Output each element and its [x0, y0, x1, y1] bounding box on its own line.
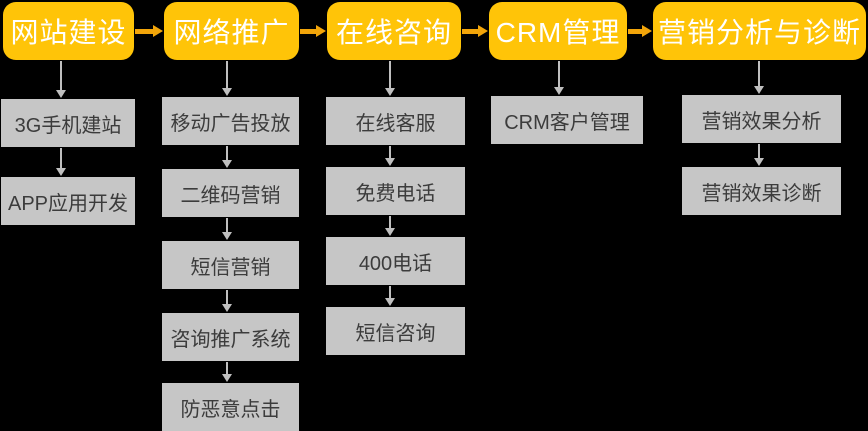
header-crm-management: CRM管理 — [489, 2, 627, 60]
arrow-down-icon — [222, 61, 233, 96]
arrow-down-icon — [222, 146, 233, 168]
flow-item: 短信营销 — [162, 241, 299, 289]
arrow-down-icon — [56, 61, 67, 98]
header-marketing-analysis: 营销分析与诊断 — [653, 2, 866, 60]
flow-item: 二维码营销 — [162, 169, 299, 217]
arrow-right-icon — [300, 25, 326, 37]
flow-item: 400电话 — [326, 237, 465, 285]
header-online-promotion: 网络推广 — [164, 2, 299, 60]
flow-item: 咨询推广系统 — [162, 313, 299, 361]
arrow-down-icon — [222, 218, 233, 240]
arrow-right-icon — [462, 25, 488, 37]
flow-item: 防恶意点击 — [162, 383, 299, 431]
arrow-down-icon — [385, 216, 396, 236]
arrow-down-icon — [554, 61, 565, 95]
flow-item: 短信咨询 — [326, 307, 465, 355]
flow-item: 免费电话 — [326, 167, 465, 215]
flow-item: 3G手机建站 — [1, 99, 135, 147]
flow-item: CRM客户管理 — [491, 96, 643, 144]
flow-item: 在线客服 — [326, 97, 465, 145]
arrow-right-icon — [628, 25, 652, 37]
arrow-down-icon — [385, 286, 396, 306]
arrow-down-icon — [754, 144, 765, 166]
flow-item: 营销效果诊断 — [682, 167, 841, 215]
arrow-down-icon — [385, 146, 396, 166]
arrow-down-icon — [222, 290, 233, 312]
header-website-construction: 网站建设 — [3, 2, 134, 60]
flow-item: 移动广告投放 — [162, 97, 299, 145]
header-online-consultation: 在线咨询 — [327, 2, 461, 60]
arrow-down-icon — [385, 61, 396, 96]
arrow-down-icon — [222, 362, 233, 382]
arrow-down-icon — [754, 61, 765, 94]
flow-item: 营销效果分析 — [682, 95, 841, 143]
flow-item: APP应用开发 — [1, 177, 135, 225]
arrow-down-icon — [56, 148, 67, 176]
arrow-right-icon — [135, 25, 163, 37]
